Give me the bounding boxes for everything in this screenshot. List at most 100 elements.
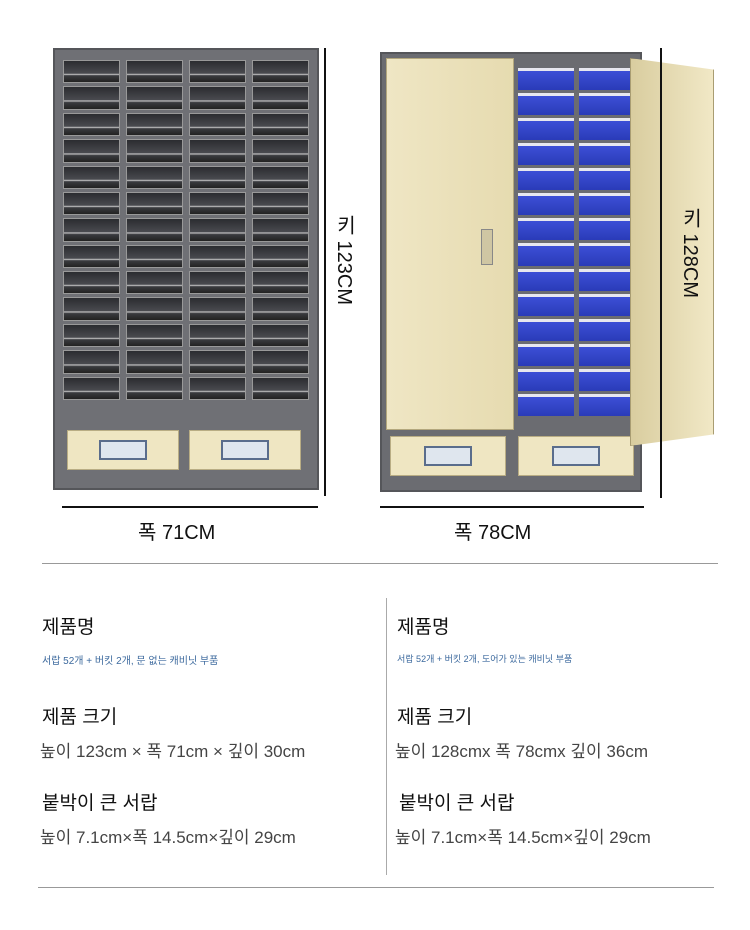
small-drawer [518, 293, 574, 316]
small-drawer [126, 218, 183, 242]
name-heading: 제품명 [397, 617, 450, 638]
small-drawer [252, 112, 309, 137]
small-drawer [578, 243, 634, 266]
lock-icon [99, 440, 147, 460]
size-heading: 제품 크기 [397, 707, 473, 728]
small-drawer [518, 118, 574, 141]
small-drawer [252, 350, 309, 374]
name-value: 서랍 52개 + 버킷 2개, 도어가 있는 캐비닛 부품 [397, 654, 573, 664]
small-drawer [126, 86, 183, 110]
door-handle-icon [481, 229, 493, 265]
right-width-label: 폭 78CM [454, 522, 532, 544]
left-height-label: 키 123CM [333, 215, 355, 306]
small-drawer [252, 376, 309, 400]
small-drawer [518, 93, 574, 116]
small-drawer [189, 218, 246, 242]
large-drawer [67, 430, 179, 470]
small-drawer [126, 191, 183, 216]
small-drawer [578, 143, 634, 166]
small-drawer [189, 60, 246, 84]
small-drawer [252, 244, 309, 269]
small-drawer [63, 271, 120, 295]
small-drawer [63, 165, 120, 189]
small-drawer [252, 297, 309, 321]
small-drawer [252, 271, 309, 295]
small-drawer [63, 139, 120, 163]
small-drawer [518, 393, 574, 416]
small-drawer [63, 191, 120, 216]
name-heading: 제품명 [42, 617, 95, 638]
small-drawer [126, 60, 183, 84]
small-drawer [126, 112, 183, 137]
small-drawer [126, 139, 183, 163]
large-drawer [518, 436, 634, 476]
small-drawer-grid [518, 68, 634, 416]
small-drawer [518, 143, 574, 166]
divider [42, 563, 718, 564]
small-drawer [126, 323, 183, 348]
large-drawer [390, 436, 506, 476]
small-drawer [189, 244, 246, 269]
size-value: 높이 123cm × 폭 71cm × 깊이 30cm [40, 742, 306, 761]
small-drawer [189, 86, 246, 110]
small-drawer [518, 343, 574, 366]
small-drawer [63, 60, 120, 84]
cabinet-without-door-image [53, 48, 319, 490]
size-heading: 제품 크기 [42, 707, 118, 728]
small-drawer [252, 165, 309, 189]
right-height-label: 키 128CM [679, 208, 701, 299]
cabinet-with-door-image [380, 52, 642, 492]
small-drawer [578, 268, 634, 291]
small-drawer [578, 368, 634, 391]
small-drawer [252, 60, 309, 84]
small-drawer [578, 393, 634, 416]
small-drawer [63, 297, 120, 321]
small-drawer [578, 68, 634, 91]
small-drawer [189, 376, 246, 400]
small-drawer [63, 376, 120, 400]
small-drawer [518, 168, 574, 191]
small-drawer [189, 112, 246, 137]
divider [386, 598, 387, 875]
open-door [630, 58, 714, 446]
small-drawer [252, 218, 309, 242]
small-drawer [578, 193, 634, 216]
small-drawer [252, 323, 309, 348]
size-value: 높이 128cmx 폭 78cmx 깊이 36cm [395, 742, 648, 761]
small-drawer [126, 350, 183, 374]
small-drawer [252, 139, 309, 163]
drawer-heading: 붙박이 큰 서랍 [42, 793, 158, 814]
small-drawer [126, 271, 183, 295]
small-drawer [189, 350, 246, 374]
small-drawer [518, 68, 574, 91]
small-drawer [518, 243, 574, 266]
small-drawer [578, 218, 634, 241]
name-value: 서랍 52개 + 버킷 2개, 문 없는 캐비닛 부품 [42, 656, 219, 667]
small-drawer [189, 297, 246, 321]
small-drawer-grid [63, 60, 309, 400]
small-drawer [189, 139, 246, 163]
large-drawer [189, 430, 301, 470]
small-drawer [63, 350, 120, 374]
small-drawer [518, 368, 574, 391]
small-drawer [189, 271, 246, 295]
closed-door [386, 58, 514, 430]
height-arrow [324, 48, 326, 496]
small-drawer [518, 218, 574, 241]
small-drawer [578, 318, 634, 341]
small-drawer [189, 323, 246, 348]
small-drawer [578, 343, 634, 366]
small-drawer [518, 193, 574, 216]
small-drawer [252, 86, 309, 110]
lock-icon [221, 440, 269, 460]
small-drawer [126, 376, 183, 400]
small-drawer [126, 297, 183, 321]
small-drawer [578, 93, 634, 116]
small-drawer [126, 244, 183, 269]
small-drawer [252, 191, 309, 216]
lock-icon [552, 446, 600, 466]
small-drawer [518, 268, 574, 291]
drawer-heading: 붙박이 큰 서랍 [399, 793, 515, 814]
drawer-value: 높이 7.1cm×폭 14.5cm×깊이 29cm [40, 828, 296, 847]
height-arrow [660, 48, 662, 498]
